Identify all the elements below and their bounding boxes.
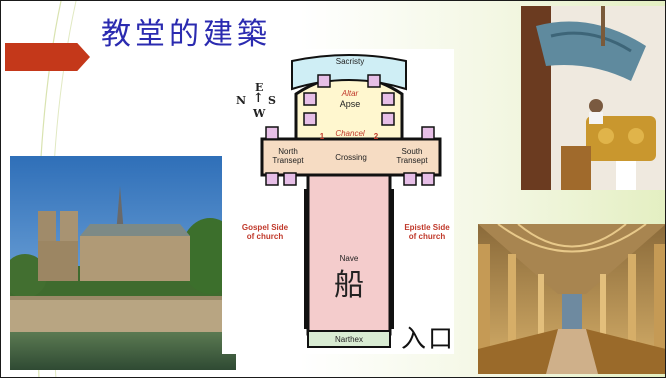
narthex-area [307,330,391,348]
transept-area [260,137,442,177]
compass-west: W [253,107,266,120]
apse-label: Apse [339,99,361,109]
nave-label: Nave [339,254,359,263]
compass-east: E [255,81,264,94]
pulpit-photo [521,6,665,190]
altar-label: Altar [341,89,359,98]
north-transept-label: North Transept [272,147,304,165]
cathedral-floor-plan: Sacristy Altar Apse Chancel 1 2 North Tr… [222,49,454,354]
crossing-label: Crossing [335,153,367,162]
gospel-side-label: Gospel Side of church [241,223,289,241]
notre-dame-photo [10,156,236,370]
south-transept-label: South Transept [396,147,428,165]
nave-chinese-label: 船 [334,268,364,303]
narthex-label: Narthex [334,335,363,344]
compass-north: N [236,94,247,107]
page-title: 教堂的建築 [101,17,271,52]
cathedral-interior-photo [478,224,665,374]
sacristy-label: Sacristy [335,57,365,66]
epistle-side-label: Epistle Side of church [404,223,450,241]
chancel-number-2: 2 [373,132,379,141]
title-arrow-accent [5,43,90,71]
chancel-number-1: 1 [319,132,325,141]
compass-arrow-icon: ↑ [253,91,264,106]
entrance-label: 入口 [401,324,456,353]
compass-south: S [268,94,276,107]
chancel-label: Chancel [335,129,365,138]
compass-rose: E N ↑ S W [234,81,282,123]
